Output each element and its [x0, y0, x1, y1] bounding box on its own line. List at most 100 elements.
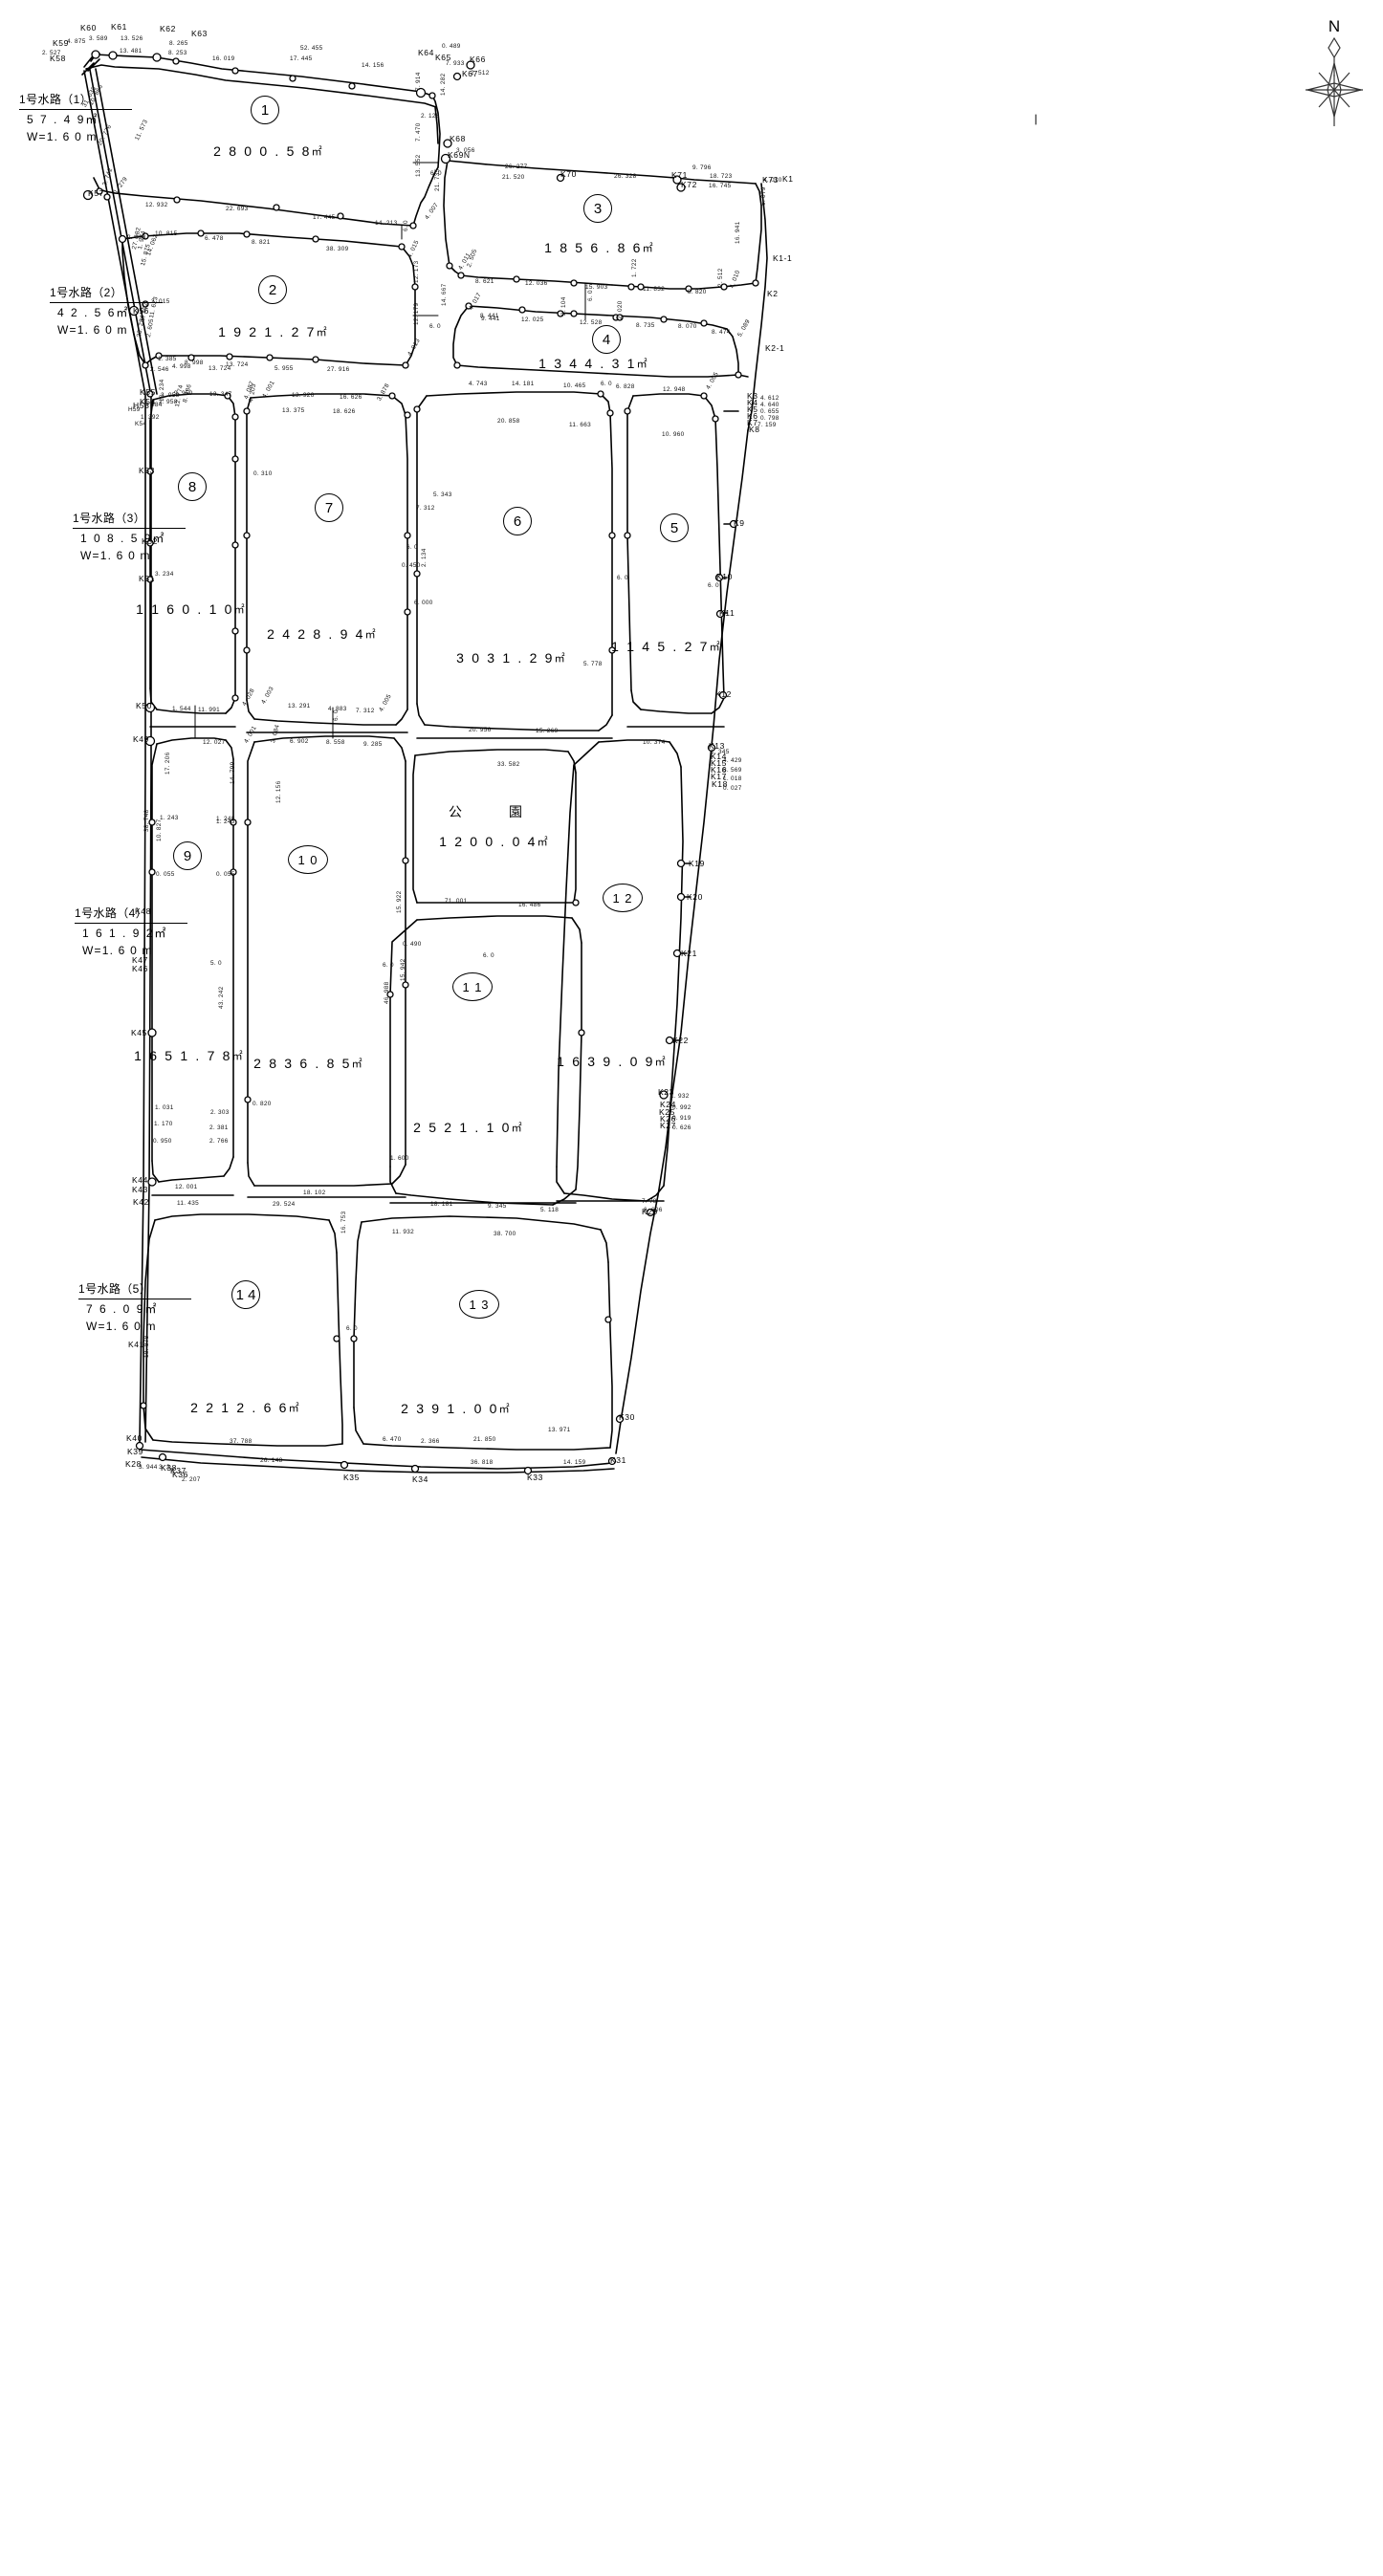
- lot-area-value: 2 8 3 6 . 8 5: [253, 1056, 352, 1071]
- area-unit: ㎡: [642, 243, 655, 254]
- dimension-label: 7. 159: [757, 422, 777, 428]
- dimension-label: 8. 441: [480, 313, 499, 319]
- dimension-label: 12. 179: [413, 302, 420, 325]
- dimension-label: 2. 512: [471, 70, 490, 76]
- survey-point-label-K35: K35: [343, 1473, 360, 1482]
- area-unit: ㎡: [636, 359, 649, 370]
- dimension-label: 2. 958: [159, 399, 178, 405]
- waterway-callout-3: 1号水路（3） 1 0 8 . 5 9㎡ W=1. 6 0 m: [73, 511, 186, 564]
- survey-point-label-K26: K26: [660, 1114, 676, 1124]
- survey-point-label-K54: K54: [140, 397, 156, 406]
- lot-number-L12: 1 2: [603, 884, 643, 912]
- dimension-label: 38. 309: [326, 246, 349, 252]
- survey-point-label-K66: K66: [470, 55, 486, 64]
- dimension-label: 18. 723: [710, 173, 733, 180]
- dimension-label: 6. 079: [760, 186, 767, 206]
- dimension-label: 0. 992: [672, 1104, 692, 1111]
- lot-number-L4: 4: [592, 325, 621, 354]
- dimension-label: 10. 960: [662, 431, 685, 438]
- survey-point-label-K72: K72: [681, 180, 697, 189]
- dimension-label: 8. 569: [723, 767, 742, 774]
- waterway-title: 1号水路（5）: [78, 1282, 152, 1296]
- dimension-label: 6. 902: [290, 738, 309, 745]
- dimension-label: 14. 213: [375, 220, 398, 227]
- dimension-label: 12. 025: [521, 317, 544, 323]
- dimension-label: 6. 478: [205, 235, 224, 242]
- dimension-label: 9. 796: [692, 164, 712, 171]
- dimension-label: K54: [135, 421, 147, 427]
- dimension-label: 20. 956: [469, 727, 492, 733]
- dimension-label: 37. 788: [230, 1438, 252, 1445]
- dimension-label: 2. 512: [717, 268, 724, 287]
- dimension-label: 3. 958: [161, 392, 180, 399]
- waterway-callout-4: 1号水路（4） 1 6 1 . 9 2㎡ W=1. 6 0 m: [75, 906, 187, 959]
- dimension-label: 2. 527: [42, 50, 61, 56]
- lot-area-value: 1 1 6 0 . 1 0: [136, 601, 234, 617]
- dimension-label: 29. 524: [273, 1201, 296, 1208]
- dimension-label: 3. 2: [159, 1464, 170, 1471]
- dimension-label: 0. 489: [442, 43, 461, 50]
- survey-point-label-K30: K30: [619, 1412, 635, 1422]
- area-unit: ㎡: [709, 642, 722, 653]
- lot-number-L5: 5: [660, 513, 689, 542]
- waterway-width: W=1. 6 0 m: [27, 129, 98, 143]
- dimension-label: 5. 955: [274, 365, 294, 372]
- dimension-label: 21. 520: [502, 174, 525, 181]
- dimension-label: 0. 310: [253, 470, 273, 477]
- survey-point-label-K23: K23: [658, 1087, 674, 1097]
- survey-point-label-K56: K56: [133, 306, 149, 316]
- survey-point-label-K46: K46: [132, 964, 148, 973]
- lot-number-L10: 1 0: [288, 845, 328, 874]
- dimension-label: 2. 104: [560, 296, 567, 316]
- survey-point-label-K12: K12: [715, 689, 732, 699]
- waterway-area: 1 0 8 . 5 9㎡: [80, 532, 166, 546]
- dimension-label: 2. 207: [182, 1476, 201, 1483]
- waterway-rule: [19, 109, 132, 111]
- dimension-label: 8. 253: [168, 50, 187, 56]
- dimension-label: 6. 0: [601, 381, 612, 387]
- lot-area-value: 2 5 2 1 . 1 0: [413, 1120, 512, 1135]
- dimension-label: 2. 134: [421, 548, 428, 567]
- dimension-label: 3. 589: [89, 35, 108, 42]
- dimension-label: 3. 056: [456, 147, 475, 154]
- waterway-area: 4 2 . 5 6㎡: [57, 306, 130, 320]
- dimension-label: 6. 828: [616, 383, 635, 390]
- lot-area-L6: 3 0 3 1 . 2 9㎡: [456, 650, 567, 666]
- dimension-label: 8. 474: [712, 329, 731, 336]
- dimension-label: 6. 0: [403, 220, 409, 231]
- lot-area-value: 1 3 4 4 . 3 1: [538, 356, 637, 371]
- dimension-label: 5. 118: [540, 1207, 560, 1213]
- waterway-rule: [50, 302, 163, 304]
- dimension-label: 3. 944: [139, 1464, 158, 1471]
- survey-point-label-K41: K41: [128, 1340, 144, 1349]
- survey-point-label-K58: K58: [50, 54, 66, 63]
- dimension-label: 16. 019: [212, 55, 235, 62]
- lot-number-L2: 2: [258, 275, 287, 304]
- survey-point-label-K51: K51: [139, 574, 155, 583]
- dimension-label: 8. 621: [475, 278, 494, 285]
- dimension-label: 4. 743: [469, 381, 488, 387]
- lot-area-L3: 1 8 5 6 . 8 6㎡: [544, 240, 655, 255]
- dimension-label: 27. 916: [327, 366, 350, 373]
- survey-point-label-K22: K22: [672, 1036, 689, 1045]
- lot-number-L9: 9: [173, 841, 202, 870]
- dimension-label: 7. 78: [642, 1198, 657, 1205]
- dimension-label: 6. 470: [383, 1436, 402, 1443]
- dimension-label: 18. 102: [303, 1190, 326, 1196]
- dimension-label: 6. 000: [414, 600, 433, 606]
- dimension-label: 12. 156: [275, 780, 282, 803]
- survey-point-label-K69N: K69N: [448, 150, 471, 160]
- survey-point-label-K39: K39: [127, 1447, 143, 1456]
- dimension-label: 6. 0: [406, 544, 418, 551]
- lot-area-value: 1 6 3 9 . 0 9: [557, 1054, 655, 1069]
- dimension-label: 2. 128: [421, 113, 440, 120]
- dimension-label: 4. 640: [760, 402, 779, 408]
- lot-area-L1: 2 8 0 0 . 5 8㎡: [213, 143, 324, 159]
- dimension-label: 22. 693: [226, 206, 249, 212]
- dimension-label: 2. 546: [150, 366, 169, 373]
- dimension-label: 52. 455: [300, 45, 323, 52]
- survey-point-label-K50: K50: [136, 701, 152, 710]
- dimension-label: 26. 277: [505, 164, 528, 170]
- lot-area-L4: 1 3 4 4 . 3 1㎡: [538, 356, 649, 371]
